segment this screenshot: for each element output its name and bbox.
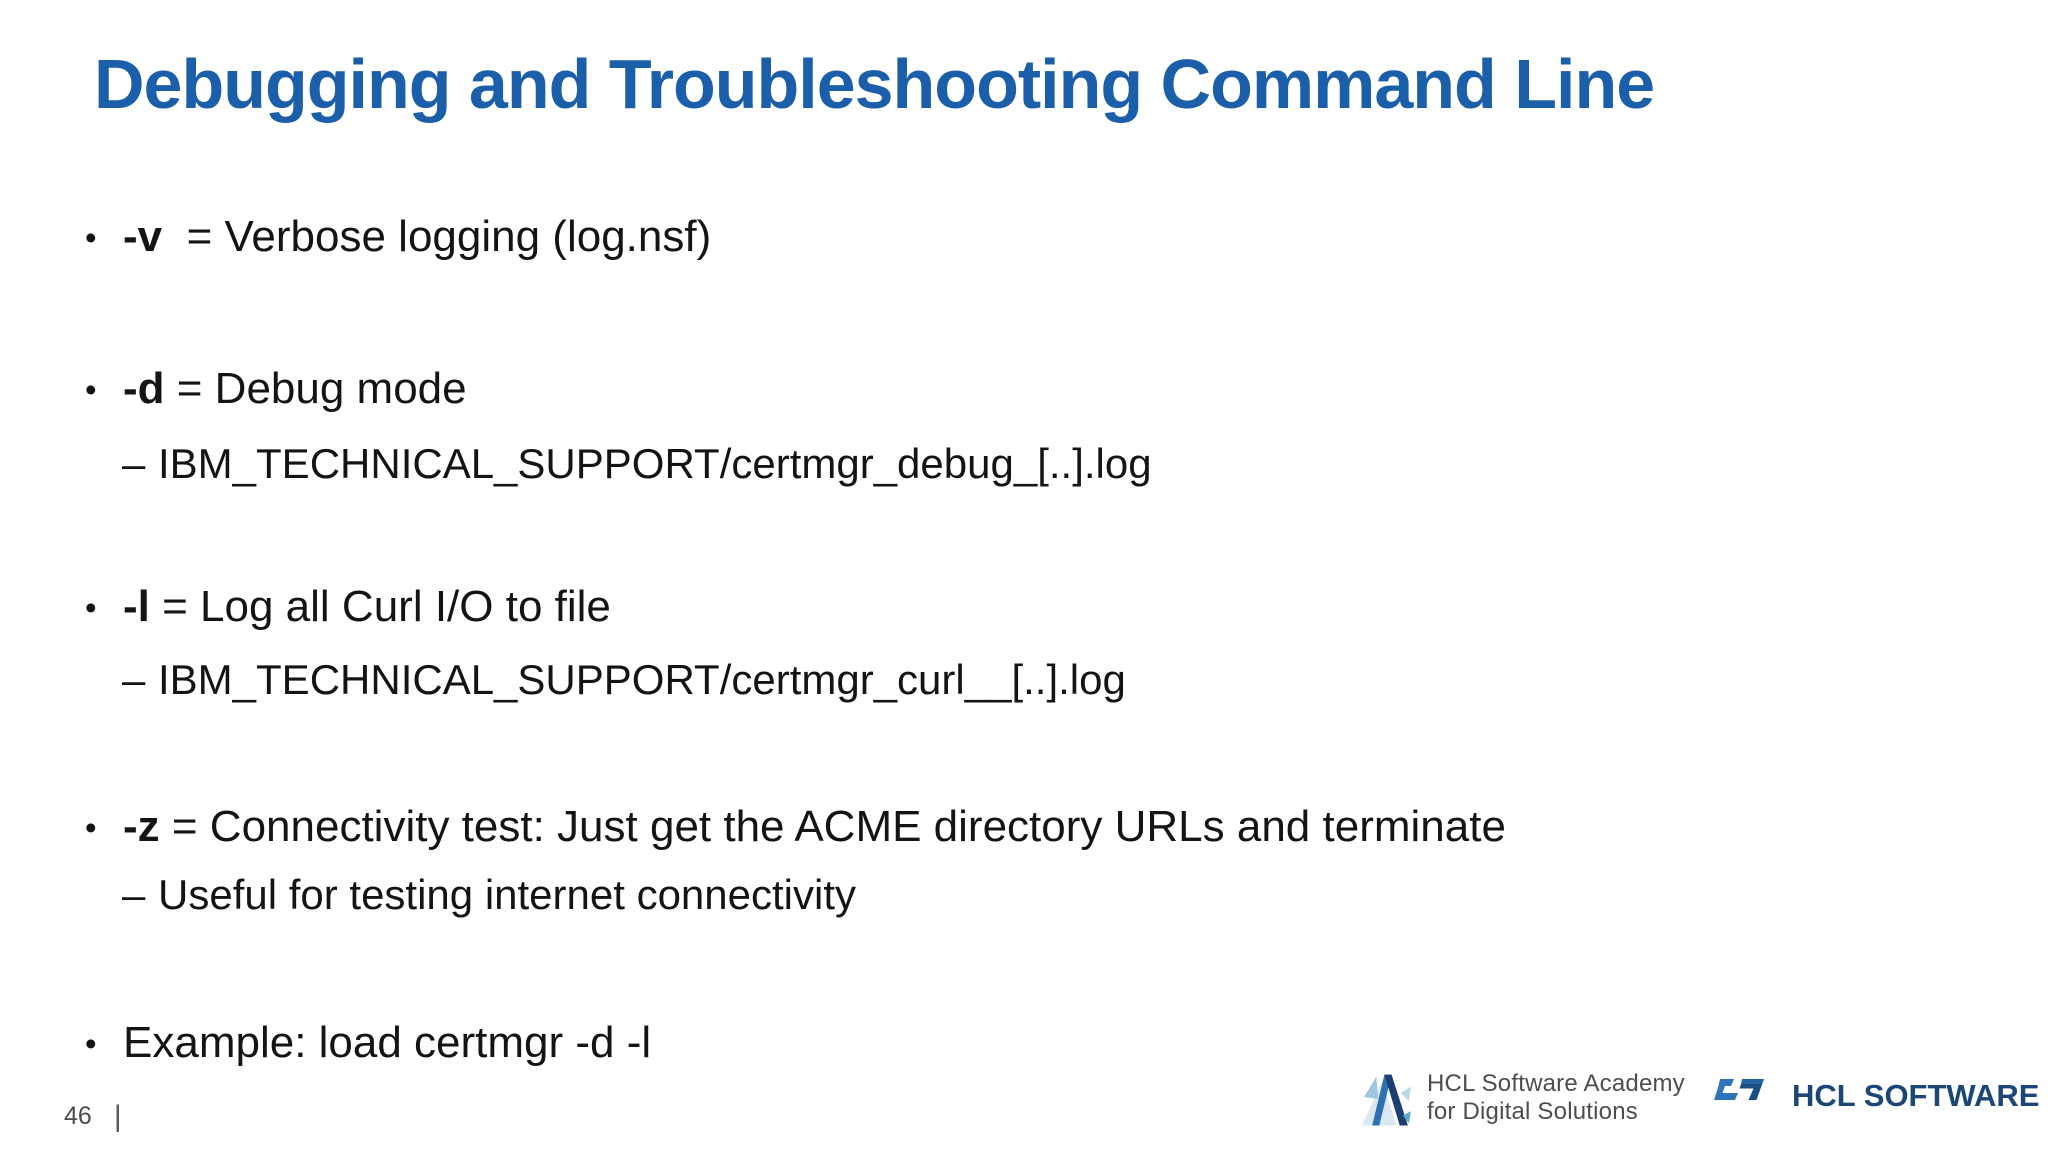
hcl-software-logo: HCL SOFTWARE <box>1712 1076 2039 1114</box>
sub-bullet-text: Useful for testing internet connectivity <box>158 871 857 918</box>
sub-bullet-text: IBM_TECHNICAL_SUPPORT/certmgr_curl__[..]… <box>158 656 1126 703</box>
bullet-icon: • <box>85 589 97 626</box>
page-number: 46 <box>64 1102 92 1130</box>
bullet-text: = Verbose logging (log.nsf) <box>162 212 712 261</box>
bullet-flag: -v <box>123 212 163 261</box>
bullet-icon: • <box>85 371 97 408</box>
bullet-text: = Log all Curl I/O to file <box>149 582 611 631</box>
hcl-software-wordmark: HCL SOFTWARE <box>1792 1078 2040 1113</box>
bullet-item-l: • -l = Log all Curl I/O to file <box>85 582 611 633</box>
academy-logo-text: HCL Software Academy for Digital Solutio… <box>1427 1070 1685 1126</box>
bullet-icon: • <box>85 219 97 256</box>
bullet-item-z: • -z = Connectivity test: Just get the AC… <box>85 802 1506 853</box>
bullet-text: Example: load certmgr -d -l <box>123 1018 652 1067</box>
bullet-flag: -d <box>123 364 165 413</box>
bullet-item-d: • -d = Debug mode <box>85 364 467 415</box>
slide-title: Debugging and Troubleshooting Command Li… <box>94 45 1655 123</box>
dash-icon: – <box>122 871 146 918</box>
footer: 46 | <box>64 1100 122 1134</box>
bullet-icon: • <box>85 809 97 846</box>
bullet-item-v: • -v = Verbose logging (log.nsf) <box>85 212 711 263</box>
sub-bullet-item-connectivity: –Useful for testing internet connectivit… <box>122 871 856 919</box>
bullet-flag: -l <box>123 582 150 631</box>
dash-icon: – <box>122 440 146 487</box>
bullet-item-example: • Example: load certmgr -d -l <box>85 1018 651 1069</box>
sub-bullet-item-curl-log: –IBM_TECHNICAL_SUPPORT/certmgr_curl__[..… <box>122 656 1126 704</box>
dash-icon: – <box>122 656 146 703</box>
bullet-text: = Debug mode <box>164 364 467 413</box>
bullet-icon: • <box>85 1025 97 1062</box>
footer-separator: | <box>113 1100 122 1133</box>
bullet-flag: -z <box>123 802 160 851</box>
bullet-text: = Connectivity test: Just get the ACME d… <box>159 802 1506 851</box>
hcl-software-mark-icon <box>1714 1079 1764 1100</box>
academy-logo-line2: for Digital Solutions <box>1427 1098 1638 1125</box>
hcl-academy-logo: HCL Software Academy for Digital Solutio… <box>1362 1066 1685 1128</box>
academy-logo-line1: HCL Software Academy <box>1427 1070 1685 1097</box>
academy-triangle-icon <box>1362 1074 1411 1126</box>
sub-bullet-item-debug-log: –IBM_TECHNICAL_SUPPORT/certmgr_debug_[..… <box>122 440 1152 488</box>
sub-bullet-text: IBM_TECHNICAL_SUPPORT/certmgr_debug_[..]… <box>158 440 1152 487</box>
